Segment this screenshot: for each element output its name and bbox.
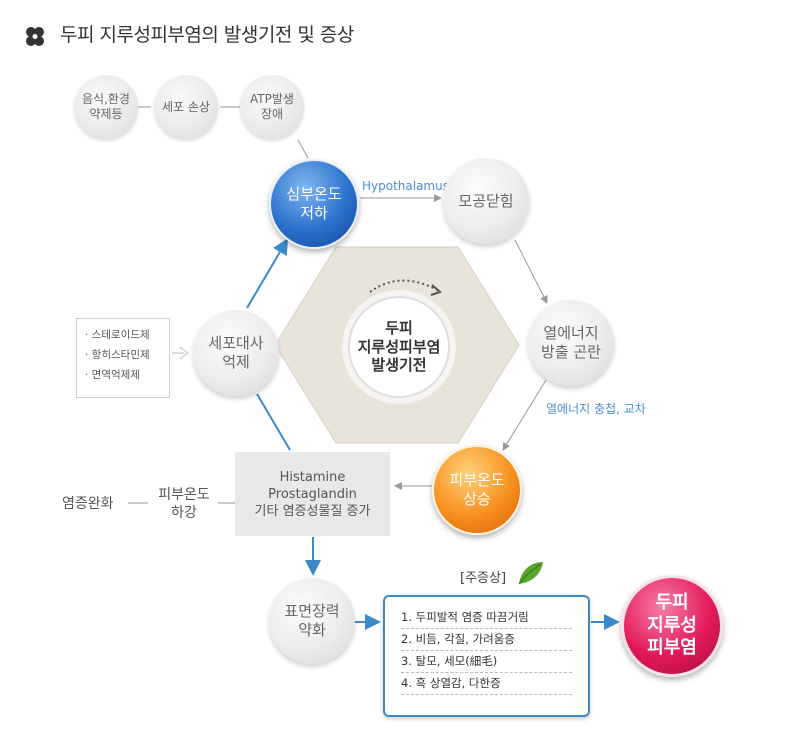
skin-temp-rise-node: 피부온도 상승	[432, 445, 522, 535]
surface-tension-node: 표면장력 약화	[269, 578, 355, 664]
mediator-line: 기타 염증성물질 증가	[254, 503, 371, 519]
heat-accumulation-label: 열에너지 충첩, 교차	[546, 402, 646, 416]
cause-food-env: 음식,환경 약제등	[74, 75, 138, 139]
hypothalamus-label: Hypothalamus	[362, 179, 449, 193]
cell-metabolism-node: 세포대사 억제	[193, 310, 279, 396]
page-title: 두피 지루성피부염의 발생기전 및 증상	[60, 24, 354, 46]
cell-damage: 세포 손상	[154, 75, 218, 139]
symptom-item: 1. 두피발적 염증 따끔거림	[401, 607, 572, 629]
atp-failure: ATP발생 장애	[240, 75, 304, 139]
symptom-item: 3. 탈모, 세모(細毛)	[401, 651, 572, 673]
mediator-line: Prostaglandin	[268, 486, 357, 502]
center-title: 두피 지루성피부염 발생기전	[348, 296, 450, 398]
symptoms-title: [주증상]	[460, 571, 507, 586]
mediator-line: Histamine	[279, 469, 346, 485]
pore-closing-node: 모공닫힘	[443, 158, 529, 244]
clover-icon	[26, 27, 44, 46]
drug-item: · 항히스타민제	[85, 349, 150, 361]
symptoms-box: 1. 두피발적 염증 따끔거림 2. 비듬, 각질, 가려움증 3. 탈모, 세…	[383, 595, 590, 717]
inflammatory-mediators-box: Histamine Prostaglandin 기타 염증성물질 증가	[235, 452, 390, 536]
skin-temp-drop: 피부온도 하강	[158, 487, 210, 521]
drug-item: · 스테로이드제	[85, 329, 150, 341]
leaf-icon	[518, 562, 543, 585]
symptom-item: 2. 비듬, 각질, 가려움증	[401, 629, 572, 651]
symptom-item: 4. 흑 상열감, 다한증	[401, 673, 572, 695]
heat-release-node: 열에너지 방출 곤란	[528, 300, 614, 386]
seborrheic-dermatitis-node: 두피 지루성 피부염	[621, 575, 723, 677]
drug-list: · 스테로이드제 · 항히스타민제 · 면역억제제	[76, 318, 170, 398]
core-temp-drop-node: 심부온도 저하	[269, 159, 359, 249]
inflammation-relief: 염증완화	[62, 496, 114, 512]
drug-item: · 면역억제제	[85, 369, 140, 381]
